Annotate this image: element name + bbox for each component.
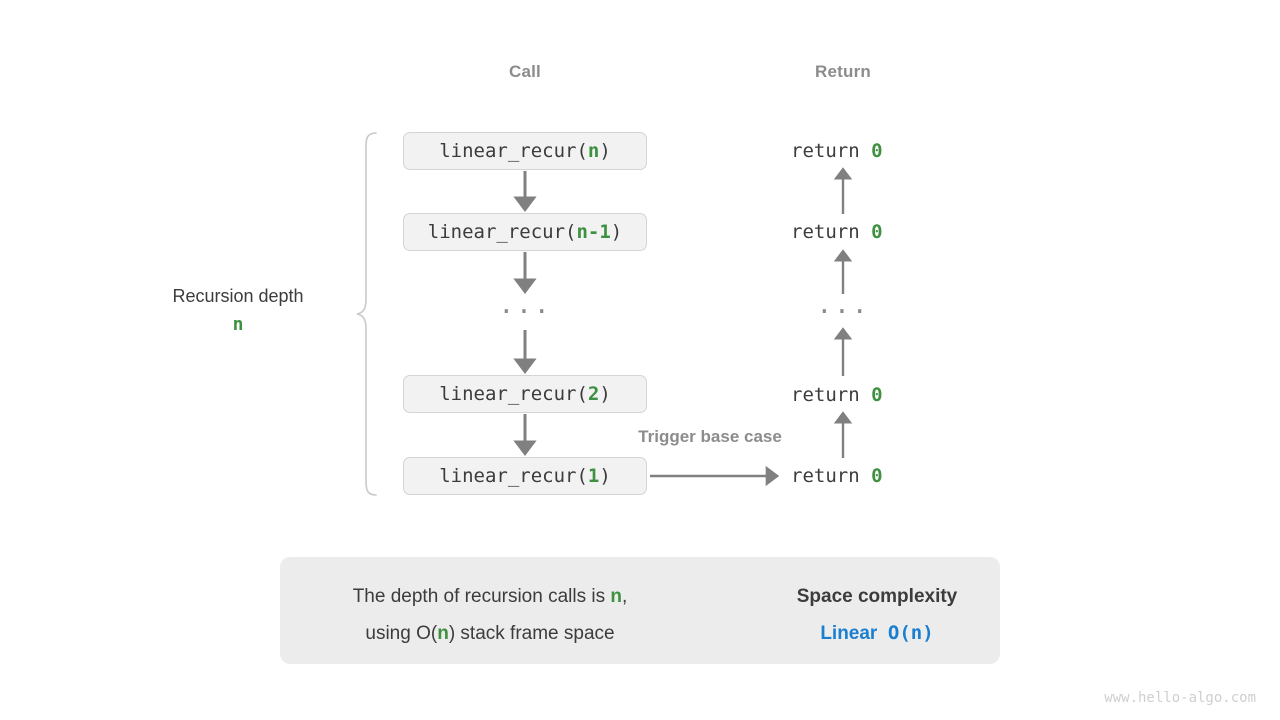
recursion-depth-label: Recursion depth bbox=[172, 286, 304, 306]
return-column-ellipsis: ··· bbox=[816, 297, 870, 327]
return-statement: return 0 bbox=[791, 384, 883, 406]
summary-panel: The depth of recursion calls is n, using… bbox=[280, 557, 1000, 664]
call-frame-suffix: ) bbox=[599, 383, 611, 405]
summary-line-2-text-b: ) stack frame space bbox=[448, 623, 615, 644]
return-value: 0 bbox=[871, 140, 883, 162]
summary-line-2-text-a: using O( bbox=[365, 623, 438, 644]
summary-line-1-variable: n bbox=[610, 586, 622, 607]
call-frame-box[interactable]: linear_recur(n) bbox=[403, 132, 647, 170]
return-statement: return 0 bbox=[791, 465, 883, 487]
site-watermark: www.hello-algo.com bbox=[1104, 690, 1256, 706]
return-keyword: return bbox=[791, 465, 872, 487]
return-statement: return 0 bbox=[791, 221, 883, 243]
summary-line-2-variable: n bbox=[437, 623, 449, 644]
call-frame-box[interactable]: linear_recur(2) bbox=[403, 375, 647, 413]
call-frame-box[interactable]: linear_recur(1) bbox=[403, 457, 647, 495]
call-frame-arg: n bbox=[587, 140, 600, 162]
call-frame-suffix: ) bbox=[599, 140, 611, 162]
space-complexity-notation: O(n) bbox=[887, 622, 934, 644]
return-value: 0 bbox=[871, 221, 883, 243]
recursion-depth-variable: n bbox=[232, 314, 244, 335]
return-statement: return 0 bbox=[791, 140, 883, 162]
call-frame-arg: 2 bbox=[587, 383, 600, 405]
call-frame-arg: n-1 bbox=[576, 221, 611, 243]
return-value: 0 bbox=[871, 384, 883, 406]
summary-line-1: The depth of recursion calls is n, bbox=[280, 578, 700, 615]
call-frame-prefix: linear_recur( bbox=[427, 221, 577, 243]
call-frame-prefix: linear_recur( bbox=[439, 140, 588, 162]
space-complexity-kind: Linear bbox=[820, 623, 878, 644]
space-complexity-value: Linear O(n) bbox=[754, 615, 1000, 652]
recursion-depth-brace bbox=[356, 132, 377, 496]
summary-description: The depth of recursion calls is n, using… bbox=[280, 578, 700, 652]
call-frame-suffix: ) bbox=[610, 221, 623, 243]
recursion-depth-group: Recursion depth n bbox=[148, 286, 328, 335]
column-header-return: Return bbox=[815, 62, 871, 81]
return-keyword: return bbox=[791, 221, 872, 243]
call-frame-prefix: linear_recur( bbox=[439, 383, 588, 405]
return-value: 0 bbox=[871, 465, 883, 487]
return-keyword: return bbox=[791, 140, 872, 162]
column-header-call: Call bbox=[509, 62, 541, 81]
summary-line-1-text-b: , bbox=[622, 586, 628, 607]
call-column-ellipsis: ··· bbox=[498, 297, 552, 327]
summary-conclusion: Space complexity Linear O(n) bbox=[754, 578, 1000, 652]
space-complexity-title: Space complexity bbox=[796, 586, 958, 607]
summary-line-2: using O(n) stack frame space bbox=[280, 615, 700, 652]
call-frame-suffix: ) bbox=[599, 465, 611, 487]
trigger-base-case-note: Trigger base case bbox=[638, 427, 782, 446]
call-frame-prefix: linear_recur( bbox=[439, 465, 588, 487]
return-keyword: return bbox=[791, 384, 872, 406]
call-frame-box[interactable]: linear_recur(n-1) bbox=[403, 213, 647, 251]
call-frame-arg: 1 bbox=[587, 465, 600, 487]
summary-line-1-text-a: The depth of recursion calls is bbox=[352, 586, 611, 607]
